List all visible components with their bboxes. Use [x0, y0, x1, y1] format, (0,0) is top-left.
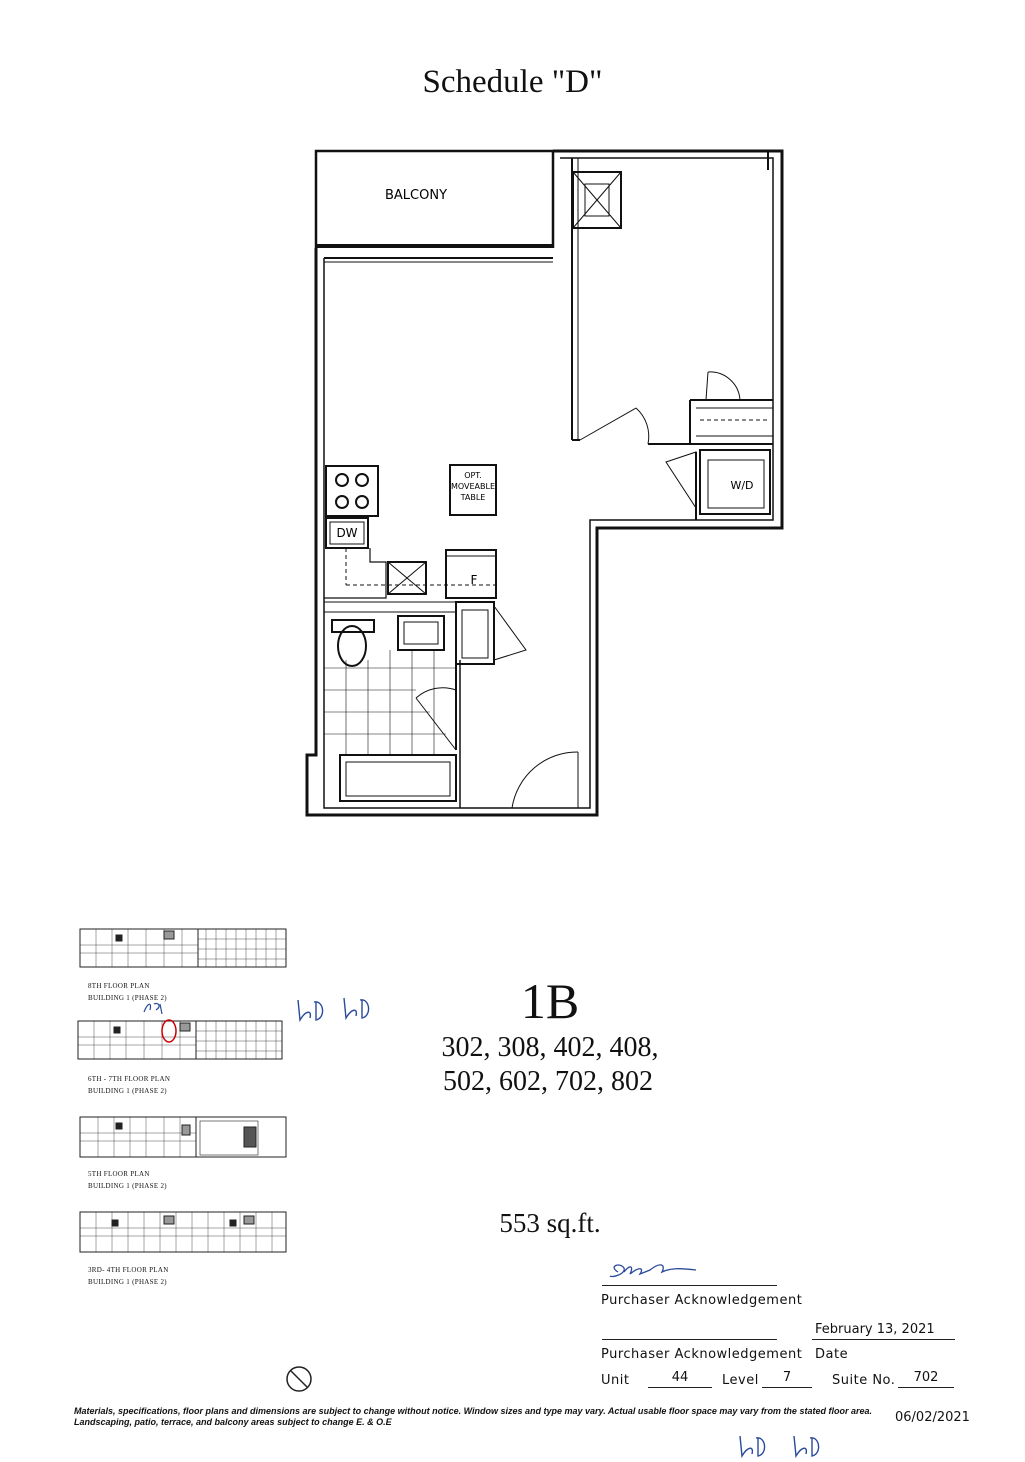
suites-line-1: 302, 308, 402, 408,: [441, 1032, 659, 1063]
keyplan-building-6th-7th: BUILDING 1 (PHASE 2): [88, 1087, 167, 1095]
purchaser-ack-label-2: Purchaser Acknowledgement: [601, 1347, 803, 1362]
table-label-3: TABLE: [460, 493, 486, 502]
unit-value: 44: [671, 1370, 689, 1385]
keyplan-building-3rd-4th: BUILDING 1 (PHASE 2): [88, 1278, 167, 1286]
suite-label: Suite No.: [832, 1373, 896, 1388]
disclaimer-line-2: Landscaping, patio, terrace, and balcony…: [74, 1417, 392, 1427]
laundry-label: W/D: [730, 479, 753, 492]
level-value: 7: [782, 1370, 792, 1385]
disclaimer-line-1: Materials, specifications, floor plans a…: [74, 1406, 872, 1416]
date-line: [812, 1339, 955, 1340]
handwritten-initials-bottom: [739, 1435, 820, 1459]
keyplan-label-8th: 8TH FLOOR PLAN: [88, 982, 150, 990]
date-value: February 13, 2021: [815, 1322, 935, 1337]
date-label: Date: [815, 1347, 849, 1362]
floor-plan-drawing: BALCONY OPT. MOVEABLE TABLE DW F W/D: [305, 149, 784, 817]
unit-area: 553 sq.ft.: [499, 1208, 601, 1238]
balcony-label: BALCONY: [385, 188, 447, 203]
unit-type: 1B: [520, 973, 580, 1029]
level-line: [762, 1387, 812, 1388]
signature-line-1: [602, 1285, 777, 1286]
table-label-1: OPT.: [464, 471, 482, 480]
keyplan-5th-floor: [79, 1116, 287, 1158]
north-arrow-icon: [286, 1366, 312, 1392]
unit-line: [648, 1387, 712, 1388]
level-label: Level: [722, 1373, 759, 1388]
suite-value: 702: [913, 1370, 939, 1385]
disclaimer: Materials, specifications, floor plans a…: [74, 1406, 874, 1428]
keyplan-8th-floor: [79, 928, 287, 968]
dishwasher-label: DW: [336, 526, 357, 540]
handwritten-initials-top: [297, 997, 370, 1023]
keyplan-building-5th: BUILDING 1 (PHASE 2): [88, 1182, 167, 1190]
suite-line: [898, 1387, 954, 1388]
keyplan-3rd-4th-floor: [79, 1211, 287, 1253]
schedule-title: Schedule "D": [422, 64, 603, 100]
print-date: 06/02/2021: [895, 1410, 970, 1425]
purchaser-ack-label-1: Purchaser Acknowledgement: [601, 1293, 803, 1308]
keyplan-building-8th: BUILDING 1 (PHASE 2): [88, 994, 167, 1002]
purchaser-signature: [609, 1264, 697, 1278]
unit-label: Unit: [601, 1373, 630, 1388]
keyplan-label-3rd-4th: 3RD- 4TH FLOOR PLAN: [88, 1266, 169, 1274]
fridge-label: F: [471, 573, 478, 587]
keyplan-label-6th-7th: 6TH - 7TH FLOOR PLAN: [88, 1075, 171, 1083]
signature-line-2: [602, 1339, 777, 1340]
keyplan-6th-7th-floor: [77, 1019, 283, 1060]
table-label-2: MOVEABLE: [451, 482, 495, 491]
suites-line-2: 502, 602, 702, 802: [443, 1066, 653, 1097]
keyplan-label-5th: 5TH FLOOR PLAN: [88, 1170, 150, 1178]
handwritten-initials-small: [143, 1002, 163, 1015]
